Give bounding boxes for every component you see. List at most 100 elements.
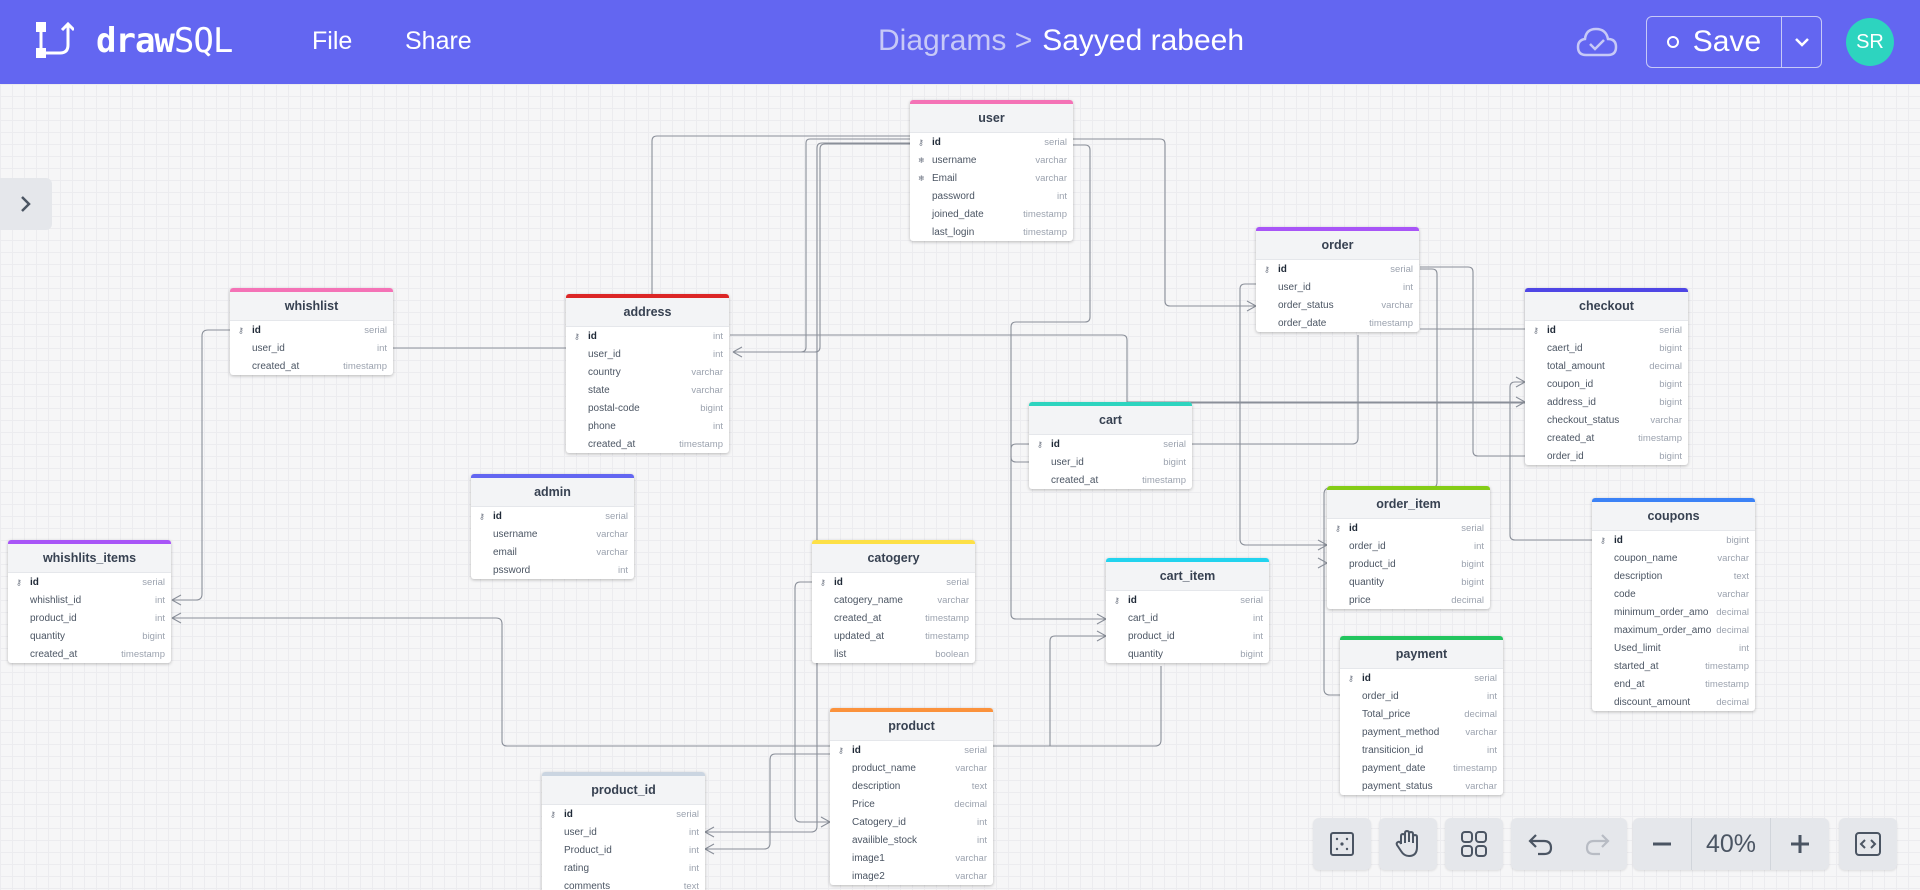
fit-to-screen-button[interactable]	[1313, 818, 1371, 870]
table-title[interactable]: payment	[1340, 636, 1503, 669]
breadcrumb-diagrams[interactable]: Diagrams >	[878, 24, 1033, 57]
table-title[interactable]: cart_item	[1106, 558, 1269, 591]
table-title[interactable]: coupons	[1592, 498, 1755, 531]
zoom-in-button[interactable]	[1771, 818, 1829, 870]
diagram-title[interactable]: Sayyed rabeeh	[1042, 24, 1245, 57]
menu-share[interactable]: Share	[405, 27, 472, 55]
avatar[interactable]: SR	[1846, 18, 1894, 66]
table-title[interactable]: whishlist	[230, 288, 393, 321]
table-title[interactable]: cart	[1029, 402, 1192, 435]
table-title[interactable]: checkout	[1525, 288, 1688, 321]
pan-button[interactable]	[1379, 818, 1437, 870]
table-title[interactable]: address	[566, 294, 729, 327]
undo-button[interactable]	[1511, 818, 1569, 870]
table-title[interactable]: catogery	[812, 540, 975, 573]
table-title[interactable]: product	[830, 708, 993, 741]
code-view-button[interactable]	[1839, 818, 1897, 870]
table-title[interactable]: order	[1256, 227, 1419, 260]
grid-view-button[interactable]	[1445, 818, 1503, 870]
logo[interactable]: drawSQL	[34, 20, 233, 62]
save-dropdown-button[interactable]	[1782, 17, 1822, 67]
table-title[interactable]: product_id	[542, 772, 705, 805]
menu-file[interactable]: File	[312, 27, 353, 55]
zoom-level[interactable]: 40%	[1691, 818, 1771, 870]
table-title[interactable]: admin	[471, 474, 634, 507]
zoom-out-button[interactable]	[1633, 818, 1691, 870]
